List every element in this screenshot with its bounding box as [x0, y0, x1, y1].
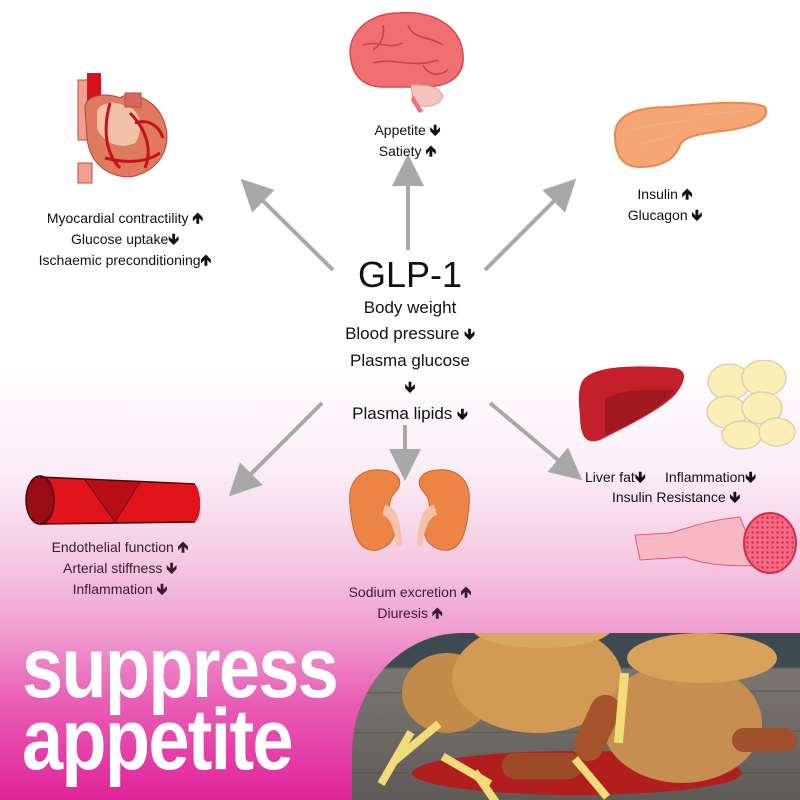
pancreas-icon — [613, 101, 768, 169]
effect-liver-fat: Liver fat — [585, 469, 635, 485]
effect-endothelial-function: Endothelial function — [51, 539, 174, 555]
arrow-up-icon: 🡹 — [425, 143, 437, 160]
blood-vessel-icon — [25, 475, 201, 525]
effect-body-weight: Body weight — [320, 295, 500, 321]
fat-cells-icon — [706, 360, 796, 450]
arrow-down-icon: 🡻 — [429, 122, 441, 139]
arrow-up-icon: 🡹 — [177, 539, 189, 556]
kidney-effects: Sodium excretion 🡹 Diuresis 🡹 — [325, 582, 495, 624]
effect-inflammation: Inflammation — [665, 469, 746, 485]
effect-arterial-stiffness: Arterial stiffness — [62, 560, 163, 576]
arrow-down-icon: 🡻 — [634, 469, 646, 486]
arrow-down-icon: 🡻 — [168, 231, 180, 248]
arrow-down-icon: 🡻 — [729, 489, 741, 506]
effect-myocardial-contractility: Myocardial contractility — [46, 210, 189, 226]
brain-icon — [349, 11, 464, 113]
arrow-up-icon: 🡹 — [431, 605, 443, 622]
arrow-up-icon: 🡹 — [460, 584, 472, 601]
effect-blood-pressure: Blood pressure 🡻 — [320, 321, 500, 348]
effect-plasma-glucose-arrow: 🡻 — [320, 374, 500, 401]
arrow-down-icon: 🡻 — [404, 379, 416, 396]
heart-effects: Myocardial contractility 🡹 Glucose uptak… — [10, 208, 240, 271]
effect-text: Body weight — [363, 298, 457, 317]
effect-appetite: Appetite — [374, 122, 426, 138]
effect-insulin: Insulin — [637, 186, 678, 202]
arrow-down-icon: 🡻 — [156, 581, 168, 598]
effect-inflammation: Inflammation — [72, 581, 153, 597]
effect-insulin-resistance: Insulin Resistance — [612, 489, 726, 505]
effect-glucagon: Glucagon — [627, 207, 688, 223]
kidney-icon — [349, 469, 470, 551]
arrow-up-icon: 🡹 — [192, 210, 204, 227]
effect-text: Plasma lipids — [352, 404, 453, 423]
vessel-effects: Endothelial function 🡹 Arterial stiffnes… — [20, 537, 220, 600]
headline-line2: appetite — [22, 692, 294, 788]
effect-sodium-excretion: Sodium excretion — [348, 584, 457, 600]
arrow-down-icon: 🡻 — [166, 560, 177, 577]
liver-effects-line2: Insulin Resistance 🡻 — [612, 487, 772, 508]
effect-text: Plasma glucose — [349, 351, 470, 370]
arrow-down-icon: 🡻 — [464, 326, 475, 343]
arrow-down-icon: 🡻 — [691, 207, 703, 224]
glp1-title: GLP-1 — [357, 254, 463, 295]
fried-food-photo — [352, 633, 800, 800]
liver-icon — [578, 366, 684, 442]
arrow-up-icon: 🡹 — [200, 252, 212, 269]
liver-effects-line1: Liver fat🡻 Inflammation🡻 — [585, 467, 785, 488]
headline-line1: suppress — [22, 620, 339, 716]
effect-ischaemic-preconditioning: Ischaemic preconditioning — [38, 252, 201, 268]
pancreas-effects: Insulin 🡹 Glucagon 🡻 — [605, 184, 725, 226]
effect-plasma-lipids: Plasma lipids 🡻 — [320, 401, 500, 428]
effect-plasma-glucose: Plasma glucose — [320, 348, 500, 374]
effect-text: Blood pressure — [345, 324, 460, 343]
effect-glucose-uptake: Glucose uptake — [70, 231, 169, 247]
brain-effects: Appetite 🡻 Satiety 🡹 — [340, 120, 475, 162]
arrow-up-icon: 🡹 — [681, 186, 693, 203]
heart-icon — [77, 73, 168, 184]
effect-diuresis: Diuresis — [377, 605, 428, 621]
glp1-systemic-effects: Body weight Blood pressure 🡻 Plasma gluc… — [320, 295, 500, 428]
arrow-down-icon: 🡻 — [745, 469, 756, 486]
effect-satiety: Satiety — [378, 143, 422, 159]
muscle-icon — [634, 512, 797, 574]
arrow-down-icon: 🡻 — [457, 406, 468, 423]
food-plate-image — [352, 633, 800, 800]
